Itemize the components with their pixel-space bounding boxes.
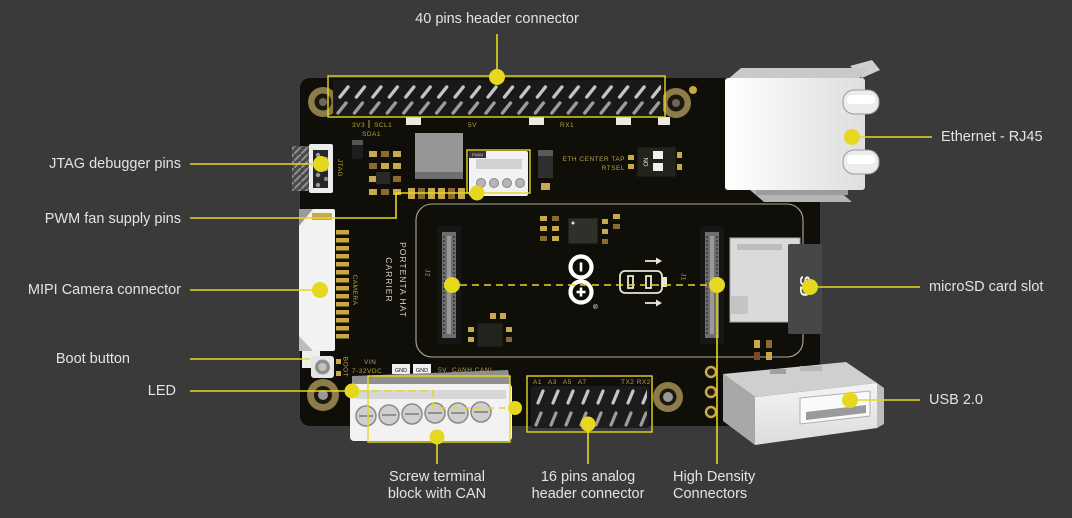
callout-label-high-density: High Density Connectors: [673, 469, 755, 503]
main-chip: [415, 133, 463, 179]
center-chips: [468, 214, 772, 360]
callout-ethernet: [844, 129, 932, 145]
mipi-camera-connector: CAMERA: [299, 209, 358, 368]
ethernet-rj45: [725, 60, 880, 202]
silk-analog-left: A1 A3 A5 A7: [533, 379, 587, 386]
callout-led: [190, 383, 522, 415]
callout-label-boot: Boot button: [55, 351, 130, 367]
callout-usb: [842, 392, 920, 408]
silk-j1: J1: [680, 273, 687, 281]
callout-label-screw-terminal: Screw terminal block with CAN: [362, 469, 512, 503]
usb-connector: [704, 362, 884, 445]
silk-board-name-2: CARRIER: [384, 257, 394, 302]
silk-board-name-1: PORTENTA HAT: [398, 242, 408, 318]
callout-label-jtag: JTAG debugger pins: [49, 156, 181, 172]
silk-rx1: RX1: [560, 122, 574, 129]
callout-label-usb: USB 2.0: [929, 392, 983, 408]
silk-rtsel: RTSEL: [602, 165, 625, 172]
callout-analog16: [526, 375, 653, 464]
label-line: Screw terminal: [389, 469, 485, 485]
silk-gnd2: GND: [416, 368, 428, 374]
silk-jtag: JTAG: [336, 159, 343, 177]
callout-screw-terminal: [367, 375, 511, 464]
boot-button: BOOT: [311, 356, 349, 378]
silk-camera: CAMERA: [351, 275, 358, 306]
silk-gnd1: GND: [395, 368, 407, 374]
callout-mipi: [190, 282, 328, 298]
silk-power-5v: 5V: [438, 367, 447, 374]
silk-on: ON: [644, 158, 650, 167]
label-line: Connectors: [673, 486, 748, 502]
arduino-logo: ®: [568, 254, 598, 311]
label-line: 16 pins analog: [540, 469, 636, 485]
callout-label-microsd: microSD card slot: [929, 279, 1044, 295]
callout-40pin: [327, 34, 666, 118]
fuse-symbol: [619, 257, 667, 307]
header-40pin: 3V3 SCL1 SDA1 5V RX1: [333, 80, 670, 138]
dip-switch: ETH CENTER TAP RTSEL ON: [563, 146, 682, 178]
silk-pwm: PWM: [472, 153, 483, 158]
silk-sda1: SDA1: [362, 131, 381, 138]
callout-label-analog16: 16 pins analog header connector: [513, 469, 663, 503]
label-line: High Density: [673, 469, 756, 485]
callout-high-density: [444, 277, 725, 464]
silk-scl1: SCL1: [374, 122, 392, 129]
silk-3v3: 3V3: [352, 122, 365, 129]
silk-vdc: 7-32VDC: [352, 368, 382, 375]
silk-boot: BOOT: [342, 357, 349, 377]
pwm-fan-connector: PWM: [469, 151, 528, 196]
silk-analog-right: TX2 RX2: [621, 379, 651, 386]
callout-label-led: LED: [147, 383, 176, 399]
silk-eth-center-tap: ETH CENTER TAP: [563, 156, 625, 163]
screw-terminal-block: VIN 7-32VDC GND GND 5V CANH CANL: [350, 359, 512, 441]
callout-label-40pin: 40 pins header connector: [415, 11, 579, 27]
silk-vin: VIN: [364, 359, 376, 366]
callout-label-pwm-fan: PWM fan supply pins: [44, 211, 181, 227]
silk-5v: 5V: [468, 122, 477, 129]
callout-label-mipi: MIPI Camera connector: [27, 282, 181, 298]
callout-microsd: [802, 279, 920, 295]
label-line: block with CAN: [387, 486, 487, 502]
silk-power-can: CANH CANL: [452, 367, 494, 374]
mounting-hole: [307, 87, 691, 412]
callout-label-ethernet: Ethernet - RJ45: [941, 129, 1043, 145]
svg-text:®: ®: [593, 303, 598, 311]
label-line: header connector: [531, 486, 645, 502]
silk-j2: J2: [424, 269, 431, 277]
callout-jtag: [190, 156, 329, 172]
callout-pwm-fan: [190, 149, 531, 219]
